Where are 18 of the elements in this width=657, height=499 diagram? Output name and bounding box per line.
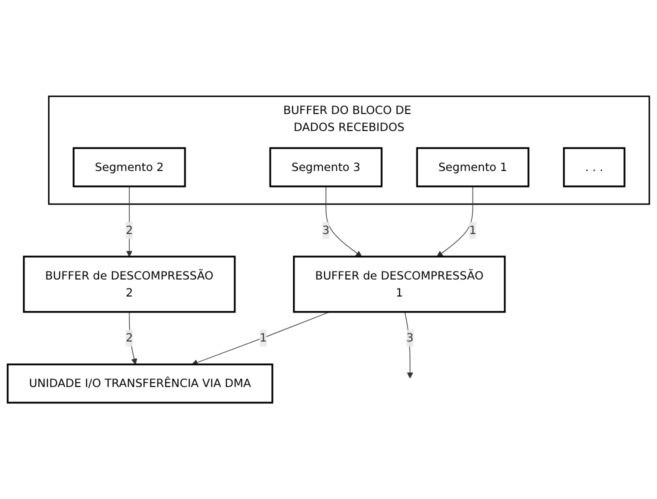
edge-label: 2: [126, 331, 133, 345]
arrow: [404, 312, 414, 378]
node-box: Segmento 1: [416, 147, 530, 188]
edge-label: 3: [322, 223, 330, 237]
node-box: UNIDADE I/O TRANSFERÊNCIA VIA DMA: [6, 364, 274, 404]
edge-label: 3: [406, 331, 414, 345]
node-box: BUFFER de DESCOMPRESSÃO 2: [22, 256, 236, 313]
node-box: . . .: [563, 147, 626, 188]
arrow: [192, 312, 330, 366]
arrow: [326, 186, 362, 257]
node-box: BUFFER de DESCOMPRESSÃO 1: [293, 256, 506, 313]
node-box: Segmento 3: [269, 147, 382, 188]
edge-label: 1: [260, 331, 267, 345]
edge-label: 2: [126, 223, 133, 237]
edge-label: 1: [469, 223, 476, 237]
node-box: Segmento 2: [72, 147, 186, 188]
arrow: [436, 186, 474, 257]
arrow: [126, 186, 132, 257]
